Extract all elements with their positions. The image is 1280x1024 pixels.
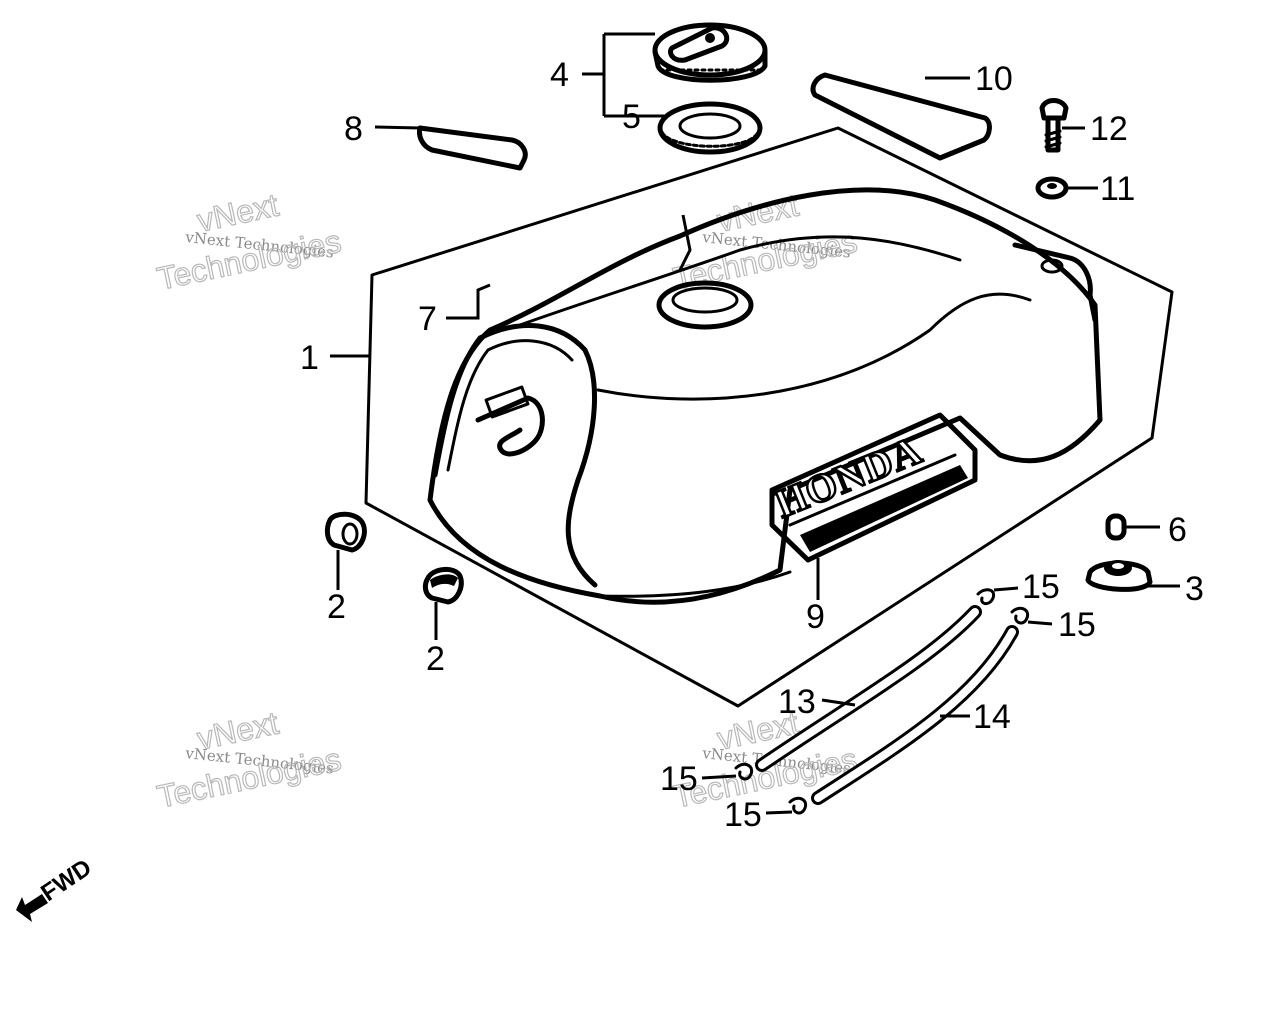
callout-1: 1: [300, 339, 319, 377]
collar: [1105, 513, 1127, 541]
cushion-hole: [341, 522, 359, 546]
tube-inner: [758, 608, 979, 769]
bolt-head: [1039, 98, 1069, 121]
tank-mount-hole: [1040, 258, 1064, 274]
callout-7: 7: [418, 300, 437, 338]
fuel-cap-pivot: [705, 33, 715, 43]
bolt-thread: [1044, 129, 1062, 149]
leader-4-5: [582, 32, 665, 118]
tube-13: [755, 605, 982, 772]
tube-clip: [976, 588, 995, 606]
emblem-stripe: [800, 465, 968, 552]
washer-outer: [1035, 176, 1069, 200]
fuel-tank: [427, 187, 1103, 605]
fuel-cap-lever: [668, 25, 730, 63]
callout-12: 12: [1090, 110, 1128, 148]
leader-15a: [993, 586, 1019, 592]
tube-14: [811, 625, 1019, 805]
callout-14: 14: [973, 698, 1011, 736]
callout-13: 13: [778, 683, 816, 721]
callout-8: 8: [344, 110, 363, 148]
leader-7: [446, 283, 491, 320]
collar-body: [1105, 513, 1127, 541]
callout-2: 2: [426, 640, 445, 678]
honda-emblem: HONDA: [767, 412, 978, 563]
emblem-divider: [788, 453, 957, 527]
callout-15: 15: [660, 760, 698, 798]
forward-direction-indicator: FWD: [16, 854, 97, 922]
fuel-tank-assembly-boundary: [364, 126, 1174, 708]
fuel-cap: [652, 22, 768, 83]
mounting-bolt: [1039, 98, 1069, 153]
leader-lines: [330, 32, 1180, 815]
callout-15: 15: [724, 796, 762, 834]
tube-clip: [1010, 606, 1029, 625]
gasket-inner: [678, 112, 742, 140]
watermark-topleft: vNext vNext Technologies Technologies: [153, 186, 344, 297]
callout-4: 4: [550, 56, 569, 94]
tank-cushion: [422, 567, 464, 605]
tank-contour-line: [596, 292, 1032, 401]
callout-10: 10: [975, 60, 1013, 98]
cushion-body: [422, 567, 464, 605]
leader-8: [374, 125, 421, 130]
tank-hook-slot: [484, 385, 530, 419]
tank-knee-recess-inner: [446, 339, 574, 472]
grommet-hole: [1112, 563, 1124, 569]
callout-11: 11: [1100, 170, 1135, 208]
leader-15c: [701, 774, 737, 780]
tank-cushion: [324, 511, 367, 553]
tank-filler-opening: [671, 286, 739, 314]
washer-hole: [1047, 183, 1057, 189]
tank-shell: [427, 187, 1103, 605]
leader-7b: [678, 214, 692, 271]
callout-6: 6: [1168, 511, 1187, 549]
tank-contour-line: [518, 235, 962, 327]
cushion-body: [324, 511, 367, 553]
tank-knee-recess: [432, 323, 598, 588]
callout-2: 2: [327, 588, 346, 626]
washer: [1035, 176, 1069, 200]
fuel-cap-gasket: [657, 101, 763, 155]
callouts: 1 2 2 3 4 5 6 7 8 9 10 11 12 13 14 15 15…: [300, 56, 1204, 834]
callout-3: 3: [1185, 570, 1204, 608]
tank-hook-bracket: [475, 395, 545, 457]
fwd-arrow-icon: [16, 894, 48, 922]
fwd-label: FWD: [36, 854, 96, 907]
callout-15: 15: [1022, 568, 1060, 606]
gasket-outer: [657, 101, 763, 155]
left-side-pad: [417, 125, 528, 171]
callout-5: 5: [622, 98, 641, 136]
leader-15d: [765, 810, 793, 815]
callout-15: 15: [1058, 606, 1096, 644]
gasket-teeth: [660, 130, 760, 148]
watermarks: vNext vNext Technologies Technologies vN…: [153, 186, 860, 815]
tube-clip: [734, 762, 753, 781]
tank-bottom-edge: [598, 570, 792, 598]
grommet: [1085, 560, 1153, 592]
tank-filler-neck: [656, 280, 754, 330]
tank-mount-tab: [1012, 242, 1098, 323]
callout-9: 9: [806, 598, 825, 636]
tube-inner: [814, 628, 1016, 802]
leader-13: [821, 698, 856, 707]
leader-15b: [1027, 620, 1053, 626]
grommet-base: [1085, 560, 1153, 592]
right-side-pad: [810, 72, 992, 161]
emblem-plate: [769, 412, 978, 563]
watermark-bottomleft: vNext vNext Technologies Technologies: [153, 704, 344, 815]
cushion-shade: [430, 574, 458, 588]
tube-clip: [788, 796, 807, 815]
